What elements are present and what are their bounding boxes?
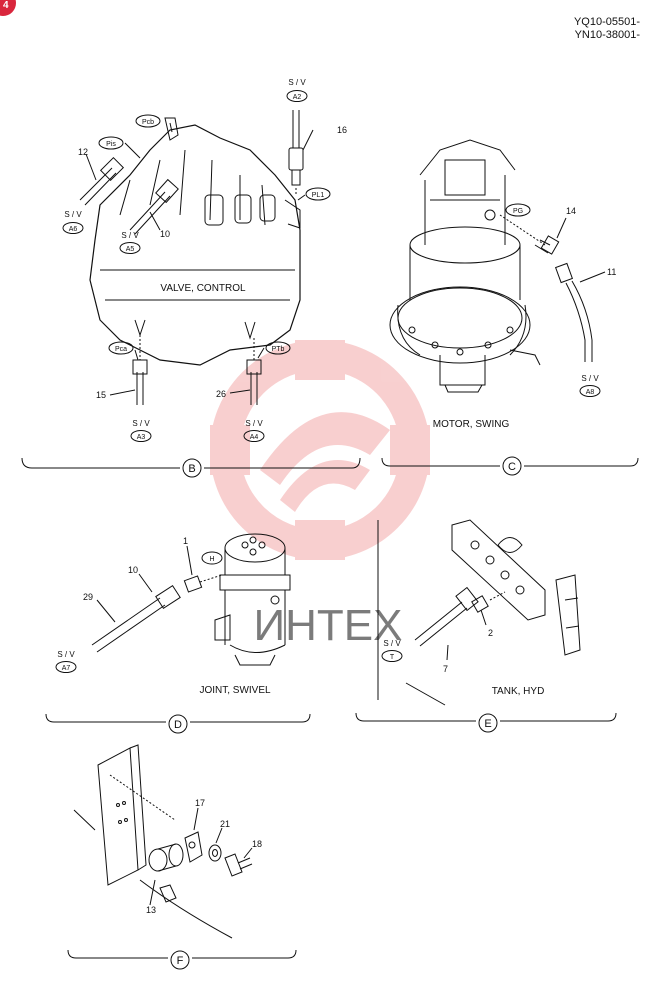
page-corner-badge: 4 [0, 0, 16, 16]
sv-label-a5-text: S / V [121, 231, 139, 240]
port-pis: Pis [106, 141, 116, 148]
part-number-18: 18 [252, 839, 262, 849]
sv-label-a8-text: S / V [581, 374, 599, 383]
sv-label-a6-text: S / V [64, 210, 82, 219]
sv-tag-a6: A6 [69, 226, 78, 233]
section-b-letter: B [188, 463, 195, 475]
port-pl1: PL1 [312, 192, 325, 199]
part-number-10-valve: 10 [160, 229, 170, 239]
section-e-bracket: E [355, 712, 617, 733]
doc-code-2: YN10-38001- [574, 29, 640, 41]
valve-control-drawing [79, 110, 314, 405]
section-b-bracket: B [21, 457, 361, 478]
sv-tag-a5: A5 [126, 246, 135, 253]
part-number-16: 16 [337, 125, 347, 135]
port-pg: PG [513, 208, 523, 215]
sv-label-a3-text: S / V [132, 419, 150, 428]
part-number-10-joint: 10 [128, 565, 138, 575]
section-c-letter: C [508, 461, 516, 473]
part-number-12: 12 [78, 147, 88, 157]
section-f-bracket: F [67, 949, 297, 970]
part-number-13: 13 [146, 905, 156, 915]
document-codes: YQ10-05501- YN10-38001- [574, 16, 640, 42]
watermark: ИНТЕХ [210, 340, 430, 650]
section-e-letter: E [484, 718, 491, 730]
part-number-7: 7 [443, 664, 448, 674]
sv-label-a7-text: S / V [57, 650, 75, 659]
tank-hyd-drawing [377, 519, 581, 706]
sv-tag-a4: A4 [250, 434, 259, 441]
port-h: H [209, 556, 214, 563]
port-pca: Pca [115, 346, 127, 353]
valve-control-labels: VALVE, CONTROL Pis Pcb PL1 Pca PTb S / V… [62, 78, 347, 442]
sv-tag-t: T [390, 654, 395, 661]
section-b-title: VALVE, CONTROL [160, 283, 246, 294]
joint-swivel-labels: H 1 10 29 S / V A7 JOINT, SWIVEL [55, 536, 271, 696]
section-f-drawing [73, 744, 253, 939]
sv-tag-a2: A2 [293, 94, 302, 101]
section-d-title: JOINT, SWIVEL [199, 685, 271, 696]
port-pcb: Pcb [142, 119, 154, 126]
part-number-21: 21 [220, 819, 230, 829]
motor-swing-drawing [389, 139, 606, 393]
sv-tag-a3: A3 [137, 434, 146, 441]
sv-tag-a7: A7 [62, 665, 71, 672]
section-d-letter: D [174, 719, 182, 731]
port-ptb: PTb [272, 346, 285, 353]
sv-tag-a8: A8 [586, 389, 595, 396]
section-f-letter: F [177, 955, 184, 967]
part-number-15: 15 [96, 390, 106, 400]
sv-label-t-text: S / V [383, 639, 401, 648]
section-e-title: TANK, HYD [492, 686, 545, 697]
section-d-bracket: D [45, 713, 311, 734]
section-c-bracket: C [381, 456, 639, 476]
part-number-2: 2 [488, 628, 493, 638]
part-number-26: 26 [216, 389, 226, 399]
section-f-labels: 17 21 18 13 [146, 798, 262, 915]
part-number-14: 14 [566, 206, 576, 216]
tank-hyd-labels: 2 7 S / V T TANK, HYD [381, 628, 545, 697]
part-number-1: 1 [183, 536, 188, 546]
motor-swing-labels: PG 14 11 S / V A8 MOTOR, SWING [433, 203, 616, 430]
section-c-title: MOTOR, SWING [433, 419, 510, 430]
part-number-11: 11 [607, 267, 616, 277]
doc-code-1: YQ10-05501- [573, 16, 640, 28]
part-number-17: 17 [195, 798, 205, 808]
corner-badge-number: 4 [3, 0, 9, 11]
part-number-29: 29 [83, 592, 93, 602]
sv-label-a4-text: S / V [245, 419, 263, 428]
sv-label-a2-text: S / V [288, 78, 306, 87]
watermark-text: ИНТЕХ [254, 601, 403, 650]
joint-swivel-drawing [91, 533, 291, 666]
